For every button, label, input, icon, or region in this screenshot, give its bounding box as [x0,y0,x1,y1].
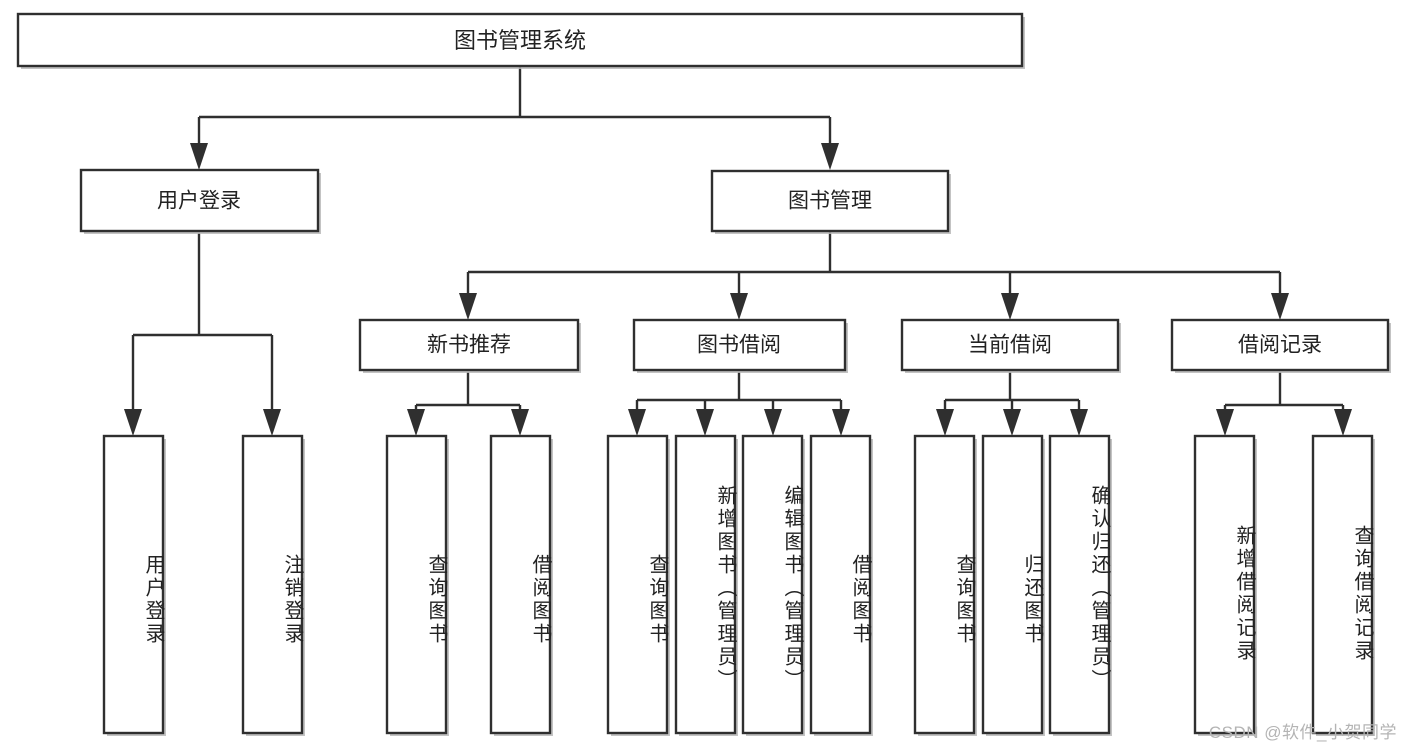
connector-group-borrowrecord [1216,372,1352,436]
connector-group-newbook [407,372,529,436]
node-box-leaf-currentborrow-return[interactable] [981,434,1044,735]
arrow-head-leaf-currentborrow-1 [936,409,954,436]
node-box-leaf-currentborrow-confirm[interactable] [1048,434,1111,735]
arrow-head-leaf-user-login-2 [263,409,281,436]
arrow-head-leaf-bookborrow-1 [628,409,646,436]
arrow-head-leaf-bookborrow-4 [832,409,850,436]
node-box-leaf-bookborrow-add[interactable] [674,434,737,735]
node-label-user-login: 用户登录 [157,190,241,213]
node-box-leaf-user-login-login[interactable] [102,434,165,735]
connector-group-currentborrow [936,372,1088,436]
arrow-head-leaf-bookborrow-2 [696,409,714,436]
node-box-leaf-newbook-borrow[interactable] [489,434,552,735]
node-label-book-management: 图书管理 [788,190,872,213]
node-box-book-borrow[interactable] [632,318,847,372]
node-box-leaf-bookborrow-borrow[interactable] [809,434,872,735]
node-label-new-book-recommend: 新书推荐 [427,334,511,357]
arrow-head-leaf-newbook-2 [511,409,529,436]
arrow-head-leaf-borrowrecord-1 [1216,409,1234,436]
node-box-user-login[interactable] [79,168,320,233]
arrow-head-userlogin [190,143,208,170]
node-box-new-book-recommend[interactable] [358,318,580,372]
arrow-head-leaf-borrowrecord-2 [1334,409,1352,436]
node-box-leaf-bookborrow-edit[interactable] [741,434,804,735]
node-box-book-management[interactable] [710,169,950,233]
arrow-head-leaf-user-login-1 [124,409,142,436]
arrow-head-bookborrow [730,293,748,320]
node-label-current-borrow: 当前借阅 [968,334,1052,357]
node-box-leaf-bookborrow-query[interactable] [606,434,669,735]
watermark-text: CSDN @软件_小贺同学 [1208,723,1397,742]
connector-group-bookmgmt [459,232,1289,320]
connector-group-root [190,66,839,170]
arrow-head-leaf-currentborrow-3 [1070,409,1088,436]
node-box-borrow-record[interactable] [1170,318,1390,372]
connector-group-userlogin [124,233,281,436]
arrow-head-borrowrecord [1271,293,1289,320]
arrow-head-leaf-newbook-1 [407,409,425,436]
node-box-current-borrow[interactable] [900,318,1120,372]
node-box-root[interactable] [16,12,1024,68]
node-box-leaf-currentborrow-query[interactable] [913,434,976,735]
node-box-leaf-newbook-query[interactable] [385,434,448,735]
node-label-book-borrow: 图书借阅 [697,334,781,357]
arrow-head-newbook [459,293,477,320]
arrow-head-currentborrow [1001,293,1019,320]
arrow-head-bookmgmt [821,143,839,170]
arrow-head-leaf-bookborrow-3 [764,409,782,436]
node-label-borrow-record: 借阅记录 [1238,334,1322,357]
arrow-head-leaf-currentborrow-2 [1003,409,1021,436]
node-box-leaf-borrowrecord-add[interactable] [1193,434,1256,735]
connector-group-bookborrow [628,372,850,436]
node-box-leaf-borrowrecord-query[interactable] [1311,434,1374,735]
node-box-leaf-user-login-logout[interactable] [241,434,304,735]
node-label-root: 图书管理系统 [454,28,586,53]
